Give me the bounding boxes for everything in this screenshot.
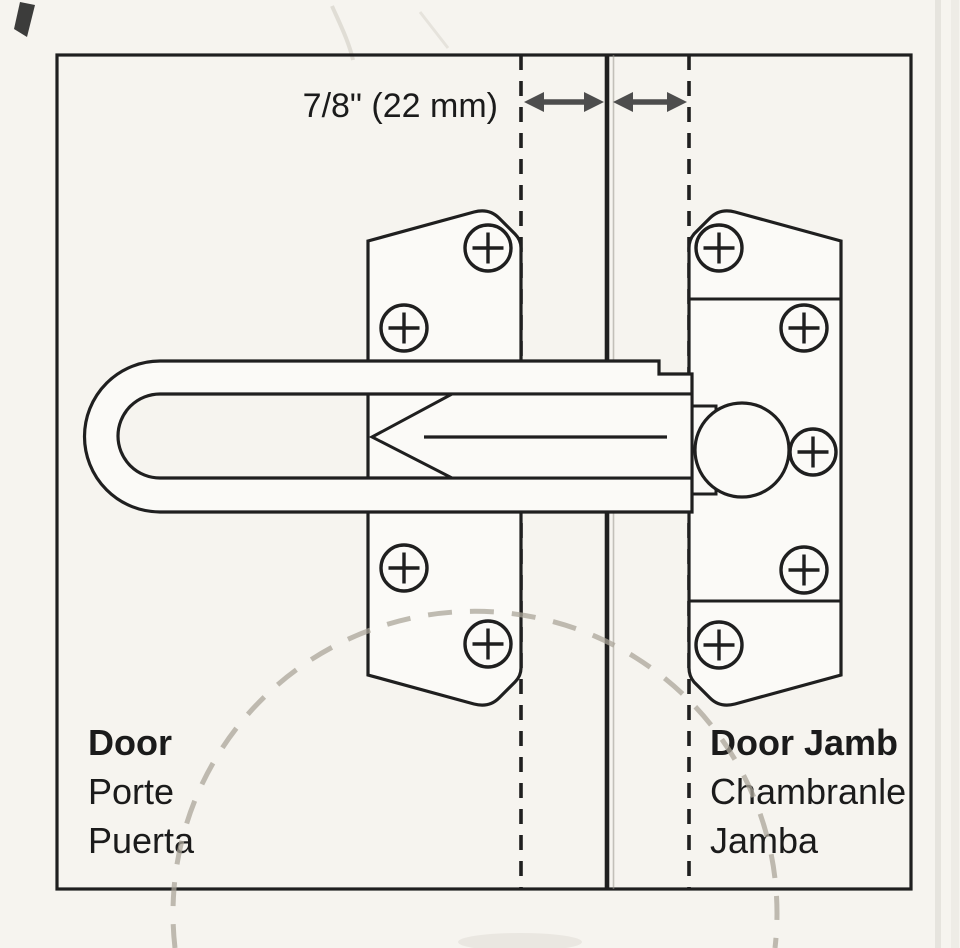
door-jamb-label-en: Door Jamb bbox=[710, 722, 898, 763]
phillips-screw-icon bbox=[379, 543, 429, 593]
door-label-en: Door bbox=[88, 722, 172, 763]
gap-double-arrow-left-icon bbox=[524, 92, 604, 112]
door-label: Door Porte Puerta bbox=[88, 722, 195, 861]
phillips-screw-icon bbox=[779, 545, 829, 595]
phillips-screw-icon bbox=[694, 620, 744, 670]
gap-double-arrow-right-icon bbox=[613, 92, 687, 112]
door-jamb-label-fr: Chambranle bbox=[710, 771, 906, 812]
door-label-fr: Porte bbox=[88, 771, 174, 812]
phillips-screw-icon bbox=[694, 223, 744, 273]
swing-bar bbox=[82, 359, 694, 514]
fold-crease-artifact bbox=[170, 608, 780, 948]
phillips-screw-icon bbox=[379, 303, 429, 353]
gap-dimension-label: 7/8" (22 mm) bbox=[303, 87, 498, 125]
phillips-screw-icon bbox=[788, 427, 838, 477]
ball-stud bbox=[686, 401, 791, 499]
phillips-screw-icon bbox=[779, 303, 829, 353]
diagram-frame bbox=[55, 53, 913, 891]
phillips-screw-icon bbox=[463, 619, 513, 669]
phillips-screw-icon bbox=[463, 223, 513, 273]
